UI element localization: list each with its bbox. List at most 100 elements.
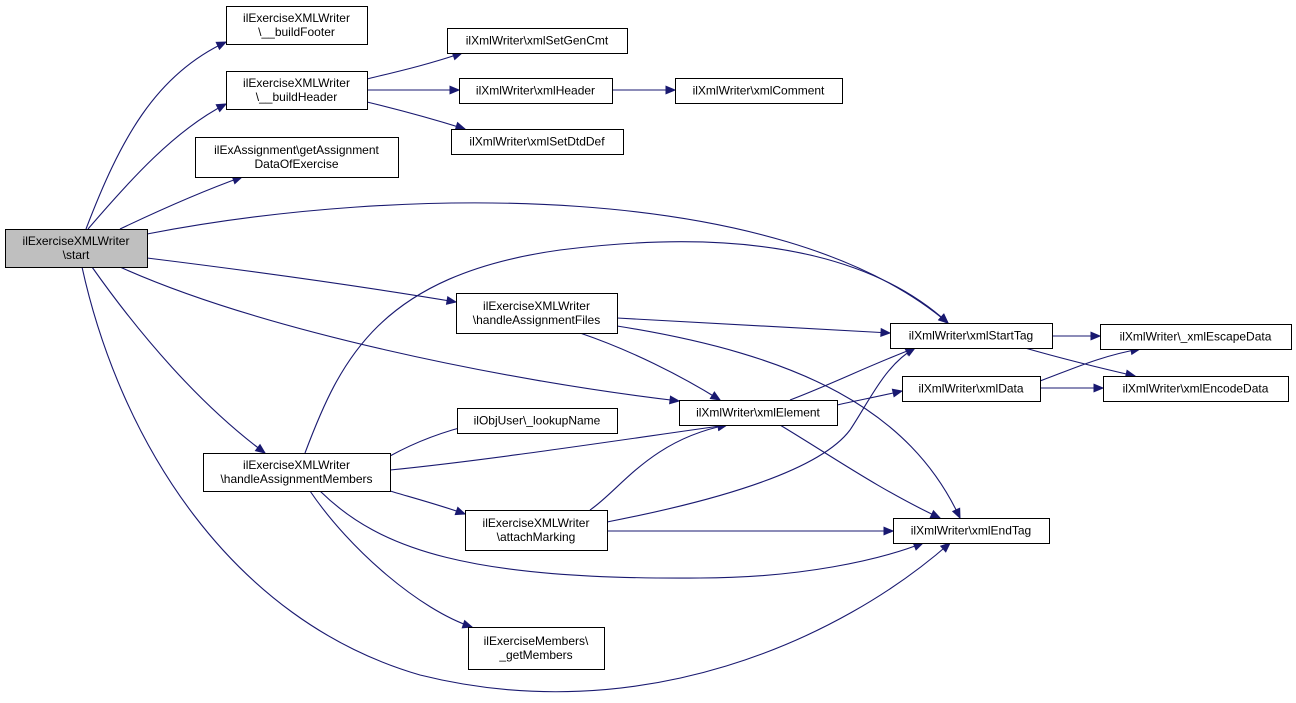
edge-start-to-xmlEndTag xyxy=(81,266,951,693)
node-label-line: \__buildHeader xyxy=(256,90,337,104)
edge-line xyxy=(789,347,916,401)
edge-buildHeader-to-xmlHeader xyxy=(367,85,461,95)
edge-line xyxy=(1039,348,1141,382)
arrowhead-icon xyxy=(880,327,892,338)
node-xmlComment[interactable]: ilXmlWriter\xmlComment xyxy=(675,78,843,104)
node-box xyxy=(890,323,1053,349)
node-attachMarking[interactable]: ilExerciseXMLWriter\attachMarking xyxy=(465,510,608,551)
node-buildHeader[interactable]: ilExerciseXMLWriter\__buildHeader xyxy=(226,71,368,110)
edge-start-to-buildFooter xyxy=(85,41,228,230)
node-label-line: ilXmlWriter\xmlEncodeData xyxy=(1123,382,1269,396)
node-xmlSetDtdDef[interactable]: ilXmlWriter\xmlSetDtdDef xyxy=(451,129,624,155)
node-xmlElement[interactable]: ilXmlWriter\xmlElement xyxy=(679,400,838,426)
node-label-line: ilExAssignment\getAssignment xyxy=(214,143,379,157)
arrowhead-icon xyxy=(929,509,942,519)
node-box xyxy=(226,6,368,45)
arrowhead-icon xyxy=(1090,331,1102,341)
arrowhead-icon xyxy=(939,542,951,553)
node-buildFooter[interactable]: ilExerciseXMLWriter\__buildFooter xyxy=(226,6,368,45)
node-label-line: ilExerciseXMLWriter xyxy=(243,458,350,472)
node-label-line: ilXmlWriter\xmlHeader xyxy=(476,84,595,98)
arrowhead-icon xyxy=(669,395,681,405)
node-box xyxy=(451,129,624,155)
node-label-line: ilXmlWriter\xmlData xyxy=(918,382,1023,396)
node-label-line: ilObjUser\_lookupName xyxy=(474,414,601,428)
arrowhead-icon xyxy=(937,313,949,324)
node-label-line: DataOfExercise xyxy=(254,157,338,171)
node-label-line: ilXmlWriter\xmlSetGenCmt xyxy=(466,34,609,48)
node-xmlEncodeData[interactable]: ilXmlWriter\xmlEncodeData xyxy=(1103,376,1289,402)
node-label-line: ilXmlWriter\xmlSetDtdDef xyxy=(469,135,605,149)
edge-line xyxy=(836,390,903,406)
node-box xyxy=(456,293,618,334)
arrowhead-icon xyxy=(891,388,904,398)
arrowhead-icon xyxy=(445,295,458,305)
edge-line xyxy=(91,266,266,454)
node-handleAssignmentFiles[interactable]: ilExerciseXMLWriter\handleAssignmentFile… xyxy=(456,293,618,334)
edge-buildHeader-to-xmlSetDtdDef xyxy=(366,101,467,131)
edge-handleAssignmentMembers-to-attachMarking xyxy=(389,490,467,516)
edge-line xyxy=(119,266,680,402)
node-box xyxy=(679,400,838,426)
node-box xyxy=(893,518,1050,544)
node-label-line: ilXmlWriter\xmlComment xyxy=(693,84,825,98)
node-handleAssignmentMembers[interactable]: ilExerciseXMLWriter\handleAssignmentMemb… xyxy=(203,453,391,492)
node-label-line: _getMembers xyxy=(498,648,572,662)
node-label-line: ilExerciseXMLWriter xyxy=(23,234,130,248)
edge-line xyxy=(319,490,924,579)
arrowhead-icon xyxy=(215,41,228,51)
node-xmlSetGenCmt[interactable]: ilXmlWriter\xmlSetGenCmt xyxy=(447,28,628,54)
edge-line xyxy=(81,266,951,693)
node-label-line: ilXmlWriter\xmlElement xyxy=(696,406,820,420)
node-label-line: \attachMarking xyxy=(497,530,576,544)
edge-start-to-xmlElement xyxy=(119,266,681,405)
edge-xmlData-to-xmlEscapeData xyxy=(1039,346,1142,382)
edge-line xyxy=(579,332,721,401)
node-xmlStartTag[interactable]: ilXmlWriter\xmlStartTag xyxy=(890,323,1053,349)
edge-xmlElement-to-xmlEndTag xyxy=(779,424,942,519)
node-label-line: ilExerciseXMLWriter xyxy=(243,76,350,90)
node-label-line: ilExerciseMembers\ xyxy=(484,634,589,648)
edge-xmlStartTag-to-xmlEscapeData xyxy=(1052,331,1102,341)
arrowhead-icon xyxy=(454,121,467,131)
node-label-line: ilXmlWriter\xmlStartTag xyxy=(909,329,1033,343)
arrowhead-icon xyxy=(665,85,677,95)
arrowhead-icon xyxy=(454,506,467,516)
edge-line xyxy=(366,52,463,80)
arrowhead-icon xyxy=(883,526,895,536)
node-xmlEndTag[interactable]: ilXmlWriter\xmlEndTag xyxy=(893,518,1050,544)
node-box xyxy=(195,137,399,178)
node-box xyxy=(1100,324,1292,350)
edge-xmlStartTag-to-xmlEncodeData xyxy=(1024,347,1137,379)
node-box xyxy=(468,627,605,670)
edge-line xyxy=(779,424,941,519)
node-xmlData[interactable]: ilXmlWriter\xmlData xyxy=(902,376,1041,402)
node-box xyxy=(203,453,391,492)
node-start[interactable]: ilExerciseXMLWriter\start xyxy=(5,229,148,268)
node-getMembers[interactable]: ilExerciseMembers\_getMembers xyxy=(468,627,605,670)
arrowhead-icon xyxy=(215,103,228,113)
edge-line xyxy=(366,101,466,130)
edge-xmlHeader-to-xmlComment xyxy=(612,85,677,95)
arrowhead-icon xyxy=(449,85,461,95)
arrowhead-icon xyxy=(461,619,474,629)
node-box xyxy=(459,78,613,104)
edge-line xyxy=(146,202,949,324)
node-xmlHeader[interactable]: ilXmlWriter\xmlHeader xyxy=(459,78,613,104)
nodes-layer: ilExerciseXMLWriter\startilExerciseXMLWr… xyxy=(5,6,1292,670)
node-xmlEscapeData[interactable]: ilXmlWriter\_xmlEscapeData xyxy=(1100,324,1292,350)
node-box xyxy=(447,28,628,54)
node-label-line: \handleAssignmentFiles xyxy=(473,313,600,327)
edge-line xyxy=(616,325,961,519)
edge-line xyxy=(87,103,227,230)
node-lookupName[interactable]: ilObjUser\_lookupName xyxy=(457,408,618,434)
node-label-line: \__buildFooter xyxy=(258,25,335,39)
edge-line xyxy=(1024,347,1136,377)
node-label-line: \start xyxy=(63,248,90,262)
edge-start-to-handleAssignmentFiles xyxy=(146,257,458,305)
edge-line xyxy=(146,257,457,303)
arrowhead-icon xyxy=(1093,383,1105,393)
node-getAssignmentData[interactable]: ilExAssignment\getAssignmentDataOfExerci… xyxy=(195,137,399,178)
arrowhead-icon xyxy=(951,507,961,520)
